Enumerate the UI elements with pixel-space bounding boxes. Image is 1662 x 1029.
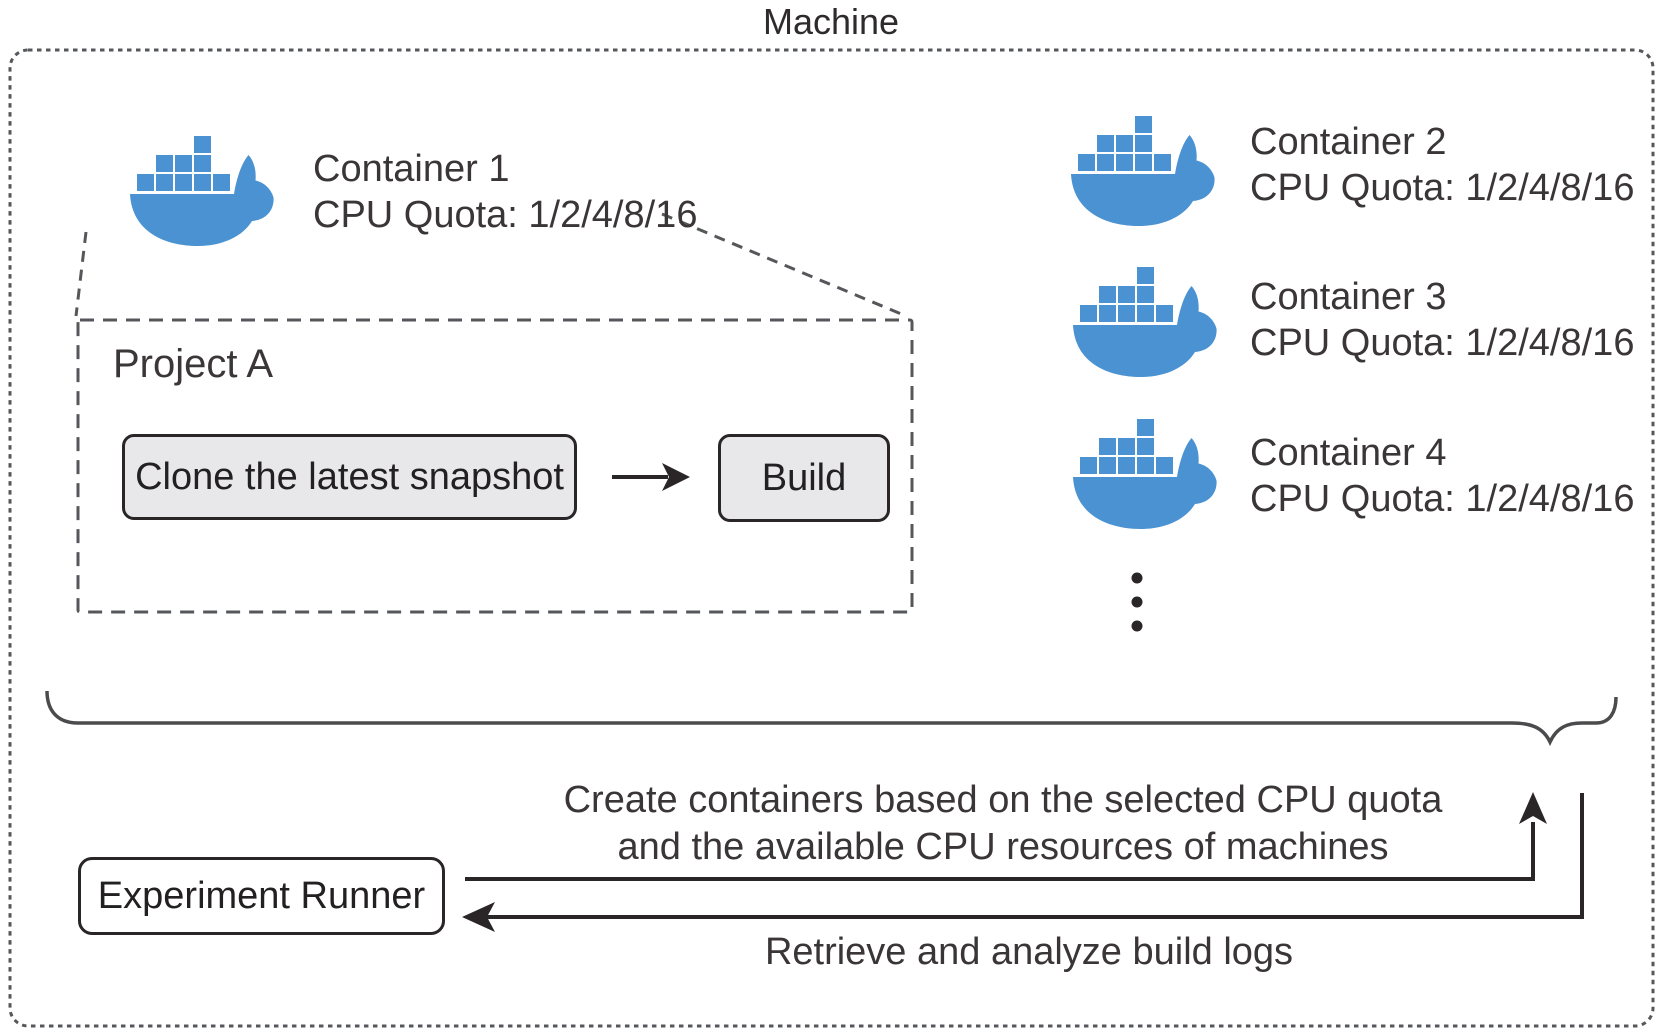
clone-snapshot-step-label: Clone the latest snapshot <box>135 455 564 498</box>
create-containers-arrow-line <box>465 822 1535 881</box>
docker-whale-icon <box>1071 116 1215 226</box>
clone-to-build-arrowhead <box>662 463 690 491</box>
project-a-dashed-border <box>76 318 914 614</box>
docker-whale-icon <box>1073 267 1217 377</box>
container-4-name: Container 4 <box>1250 432 1447 474</box>
machine-dashed-border <box>8 48 1655 1028</box>
container-3-name: Container 3 <box>1250 276 1447 318</box>
container-1-name: Container 1 <box>313 148 510 190</box>
containers-brace <box>45 690 1618 747</box>
clone-snapshot-step: Clone the latest snapshot <box>122 434 577 520</box>
callout-dashed-line-right <box>661 212 907 318</box>
docker-whale-icon <box>130 136 274 246</box>
create-containers-line1: Create containers based on the selected … <box>563 779 1443 821</box>
build-step: Build <box>718 434 890 522</box>
project-a-label: Project A <box>113 342 274 386</box>
container-4-quota: CPU Quota: 1/2/4/8/16 <box>1250 478 1635 520</box>
create-containers-arrowhead <box>1519 792 1547 824</box>
container-3-quota: CPU Quota: 1/2/4/8/16 <box>1250 322 1635 364</box>
container-1-label: Container 1 CPU Quota: 1/2/4/8/16 <box>313 146 697 238</box>
container-1-quota: CPU Quota: 1/2/4/8/16 <box>313 194 698 236</box>
more-containers-ellipsis-icon <box>1131 572 1143 632</box>
build-step-label: Build <box>761 456 847 499</box>
retrieve-logs-annotation: Retrieve and analyze build logs <box>529 929 1529 976</box>
container-2-quota: CPU Quota: 1/2/4/8/16 <box>1250 167 1635 209</box>
callout-dashed-line-left <box>74 231 88 317</box>
experiment-runner-box: Experiment Runner <box>78 857 445 935</box>
machine-label: Machine <box>762 1 900 42</box>
retrieve-logs-label: Retrieve and analyze build logs <box>764 931 1294 973</box>
create-containers-line2: and the available CPU resources of machi… <box>617 826 1389 868</box>
retrieve-logs-arrow-line <box>486 793 1584 919</box>
container-2-label: Container 2 CPU Quota: 1/2/4/8/16 <box>1250 119 1634 211</box>
container-3-label: Container 3 CPU Quota: 1/2/4/8/16 <box>1250 274 1634 366</box>
experiment-runner-label: Experiment Runner <box>97 874 426 917</box>
container-4-label: Container 4 CPU Quota: 1/2/4/8/16 <box>1250 430 1634 522</box>
docker-whale-icon <box>1073 419 1217 529</box>
container-2-name: Container 2 <box>1250 121 1447 163</box>
create-containers-annotation: Create containers based on the selected … <box>503 777 1503 871</box>
retrieve-logs-arrowhead <box>462 902 495 932</box>
